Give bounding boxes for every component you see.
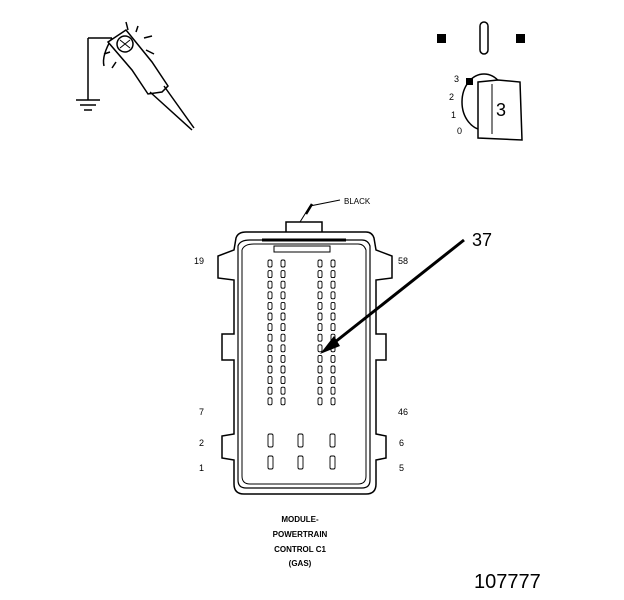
- pin-label-46: 46: [398, 407, 408, 417]
- pin-cavity: [330, 312, 336, 321]
- pin-cavity: [329, 433, 336, 448]
- pin-label-1: 1: [199, 463, 204, 473]
- pin-cavity: [317, 397, 323, 406]
- pin-cavity: [267, 280, 273, 289]
- connector-body: [217, 199, 393, 495]
- connector-color-label: BLACK: [344, 197, 371, 206]
- pin-cavity: [330, 301, 336, 310]
- pin-cavity: [330, 259, 336, 268]
- pin-cavity: [267, 365, 273, 374]
- callout-arrow: [320, 238, 465, 354]
- pin-cavity: [317, 333, 323, 342]
- caption-line-3: CONTROL C1: [274, 545, 326, 554]
- pin-cavity: [317, 344, 323, 353]
- pin-cavity: [330, 323, 336, 332]
- ignition-position-1: 1: [451, 110, 456, 120]
- pin-cavity: [267, 433, 274, 448]
- pin-cavity: [280, 323, 286, 332]
- pin-cavity: [280, 270, 286, 279]
- callout-number: 37: [472, 230, 492, 250]
- pin-cavity: [280, 259, 286, 268]
- pin-cavity: [330, 397, 336, 406]
- connector-caption: MODULE- POWERTRAIN CONTROL C1 (GAS): [273, 515, 328, 568]
- pin-cavity: [330, 386, 336, 395]
- pin-cavity: [267, 291, 273, 300]
- pin-cavity: [267, 386, 273, 395]
- pin-label-58: 58: [398, 256, 408, 266]
- pin-cavity: [280, 386, 286, 395]
- pin-cavity: [329, 455, 336, 470]
- pin-cavity: [267, 259, 273, 268]
- pin-cavity: [267, 344, 273, 353]
- pin-label-5: 5: [399, 463, 404, 473]
- pin-cavity: [280, 333, 286, 342]
- pin-cavity: [280, 344, 286, 353]
- pin-label-7: 7: [199, 407, 204, 417]
- pin-cavity: [330, 354, 336, 363]
- pin-cavity: [280, 376, 286, 385]
- ignition-position-0: 0: [457, 126, 462, 136]
- key-position-number: 3: [496, 100, 506, 120]
- figure-number: 107777: [474, 571, 541, 593]
- pin-cavity: [280, 280, 286, 289]
- pin-cavity: [330, 270, 336, 279]
- pin-cavity: [267, 270, 273, 279]
- pin-cavity: [330, 280, 336, 289]
- pin-cavity: [280, 397, 286, 406]
- pin-cavity: [317, 259, 323, 268]
- pin-cavity: [267, 333, 273, 342]
- pin-cavity: [317, 386, 323, 395]
- pin-number-labels: 19 58 7 46 2 6 1 5: [194, 256, 408, 473]
- pin-cavity: [317, 354, 323, 363]
- pin-cavity: [267, 312, 273, 321]
- pin-cavity: [280, 291, 286, 300]
- caption-line-4: (GAS): [289, 559, 312, 568]
- pin-cavity: [297, 455, 304, 470]
- pin-cavity: [330, 365, 336, 374]
- pin-cavity: [280, 365, 286, 374]
- caption-line-1: MODULE-: [281, 515, 319, 524]
- ignition-switch-icon: [437, 21, 525, 141]
- ignition-position-labels: 3 2 1 0: [449, 74, 462, 136]
- pin-label-19: 19: [194, 256, 204, 266]
- pin-cavity: [317, 365, 323, 374]
- pin-cavity: [280, 312, 286, 321]
- pin-cavity: [317, 301, 323, 310]
- pin-cavity: [267, 354, 273, 363]
- caption-line-2: POWERTRAIN: [273, 530, 328, 539]
- pin-cavity: [317, 270, 323, 279]
- pin-cavity: [267, 323, 273, 332]
- pin-cavity: [280, 354, 286, 363]
- pin-cavity: [267, 376, 273, 385]
- pin-label-2: 2: [199, 438, 204, 448]
- pin-cavity: [280, 301, 286, 310]
- pin-cavity: [317, 291, 323, 300]
- pin-cavity: [267, 301, 273, 310]
- pin-cavity: [317, 323, 323, 332]
- ignition-position-2: 2: [449, 92, 454, 102]
- pin-cavities: [267, 259, 336, 470]
- pin-cavity: [297, 433, 304, 448]
- pin-cavity: [317, 312, 323, 321]
- pin-label-6: 6: [399, 438, 404, 448]
- pin-cavity: [267, 397, 273, 406]
- test-light-icon: [76, 21, 195, 131]
- pin-cavity: [330, 376, 336, 385]
- pin-cavity: [317, 280, 323, 289]
- pin-cavity: [317, 376, 323, 385]
- pin-cavity: [330, 291, 336, 300]
- ignition-position-3: 3: [454, 74, 459, 84]
- pin-cavity: [267, 455, 274, 470]
